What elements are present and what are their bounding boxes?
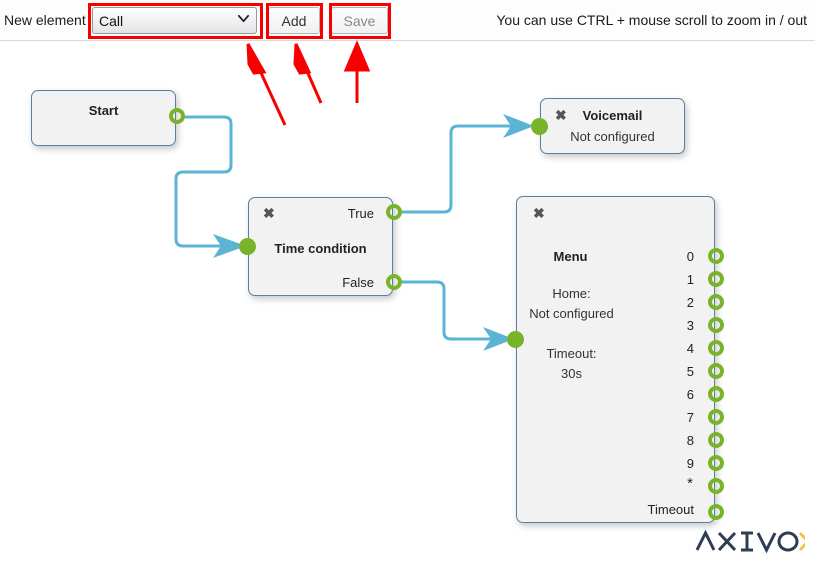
node-time-condition-title: Time condition: [274, 241, 367, 256]
node-menu-title: Menu: [553, 249, 588, 264]
axivox-logo: [695, 529, 805, 554]
port-label-6: 6: [686, 387, 694, 402]
port-label-0: 0: [686, 249, 694, 264]
port-label-1: 1: [686, 272, 694, 287]
node-menu-home-label: Home:: [552, 286, 591, 301]
port-label-true: True: [347, 206, 374, 221]
new-element-select[interactable]: Call: [92, 7, 257, 34]
port-label-5: 5: [686, 364, 694, 379]
close-icon[interactable]: ✖: [533, 205, 545, 221]
close-icon[interactable]: ✖: [263, 205, 275, 221]
toolbar: New element Call Add Save You can use CT…: [0, 0, 815, 41]
menu-output-port-6[interactable]: [708, 386, 724, 402]
menu-output-port-5[interactable]: [708, 363, 724, 379]
node-voicemail-subtitle: Not configured: [570, 129, 655, 144]
add-button[interactable]: Add: [268, 7, 320, 34]
time-condition-input-port[interactable]: [239, 238, 256, 255]
time-condition-output-false-port[interactable]: [386, 274, 402, 290]
port-label-9: 9: [686, 456, 694, 471]
wire-false-to-menu: [398, 280, 498, 341]
save-button[interactable]: Save: [331, 7, 388, 34]
port-label-timeout: Timeout: [647, 502, 694, 517]
port-label-star: *: [687, 475, 693, 492]
port-label-3: 3: [686, 318, 694, 333]
flow-canvas[interactable]: Start ✖ Time condition True False ✖ Voic…: [0, 41, 815, 562]
new-element-label: New element: [4, 12, 86, 28]
time-condition-output-true-port[interactable]: [386, 204, 402, 220]
zoom-hint-text: You can use CTRL + mouse scroll to zoom …: [496, 12, 807, 28]
menu-output-port-9[interactable]: [708, 455, 724, 471]
menu-output-port-timeout[interactable]: [708, 504, 724, 520]
port-label-4: 4: [686, 341, 694, 356]
menu-output-port-4[interactable]: [708, 340, 724, 356]
port-label-7: 7: [686, 410, 694, 425]
menu-output-port-star[interactable]: [708, 478, 724, 494]
menu-output-port-0[interactable]: [708, 248, 724, 264]
node-start-title: Start: [88, 103, 119, 118]
node-start[interactable]: Start: [31, 90, 176, 146]
node-menu-home-value: Not configured: [529, 306, 614, 321]
node-menu-timeout-label: Timeout:: [546, 346, 597, 361]
menu-output-port-7[interactable]: [708, 409, 724, 425]
menu-output-port-2[interactable]: [708, 294, 724, 310]
port-label-8: 8: [686, 433, 694, 448]
node-menu-timeout-value: 30s: [561, 366, 582, 381]
menu-output-port-8[interactable]: [708, 432, 724, 448]
node-menu[interactable]: ✖ Menu Home: Not configured Timeout: 30s…: [516, 196, 715, 523]
voicemail-input-port[interactable]: [531, 118, 548, 135]
port-label-2: 2: [686, 295, 694, 310]
wire-arrowheads: [213, 114, 534, 351]
node-time-condition[interactable]: ✖ Time condition True False: [248, 197, 393, 296]
port-label-false: False: [342, 275, 374, 290]
wire-true-to-voicemail: [398, 124, 518, 214]
menu-output-port-1[interactable]: [708, 271, 724, 287]
node-voicemail[interactable]: ✖ Voicemail Not configured: [540, 98, 685, 154]
start-output-port[interactable]: [169, 108, 185, 124]
wire-start-to-time-condition: [174, 115, 233, 248]
menu-output-port-3[interactable]: [708, 317, 724, 333]
connector-layer: [174, 114, 534, 351]
close-icon[interactable]: ✖: [555, 107, 567, 123]
node-voicemail-title: Voicemail: [582, 108, 643, 123]
menu-input-port[interactable]: [507, 331, 524, 348]
